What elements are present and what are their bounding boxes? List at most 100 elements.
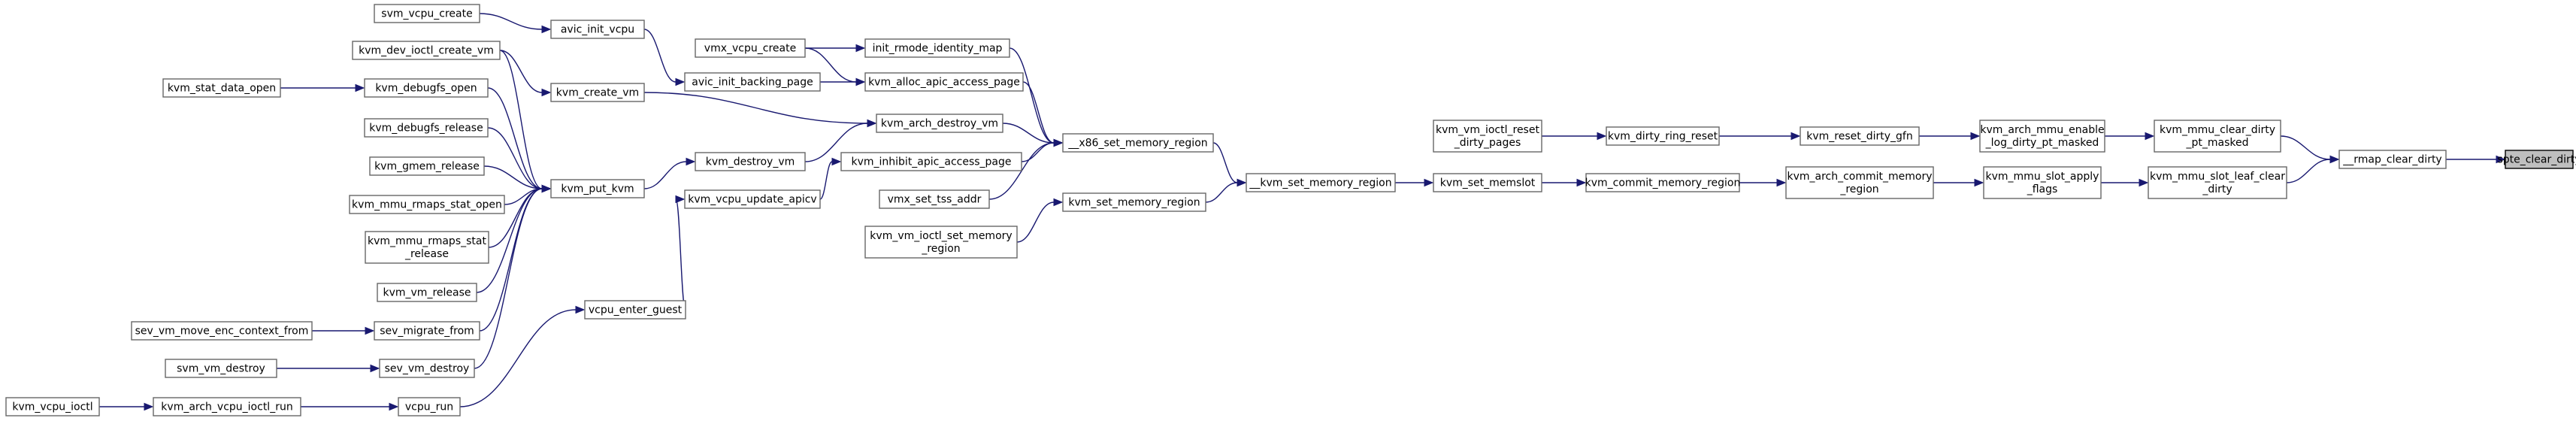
node-kvm_arch_mmu_enable_log_dirty_pt_masked[interactable]: kvm_arch_mmu_enable_log_dirty_pt_masked (1979, 120, 2105, 153)
node-vmx_set_tss_addr[interactable]: vmx_set_tss_addr (879, 189, 990, 209)
edge-line (479, 13, 543, 30)
edge-kvm_mmu_clear_dirty_pt_masked-to-rmap_clear_dirty (2280, 135, 2340, 164)
node-avic_init_vcpu[interactable]: avic_init_vcpu (550, 20, 645, 39)
node-box[interactable] (1246, 173, 1396, 192)
node-box[interactable] (165, 359, 277, 378)
node-box[interactable] (2154, 120, 2281, 153)
node-kvm_destroy_vm[interactable]: kvm_destroy_vm (695, 152, 806, 171)
node-kvm_set_memslot[interactable]: kvm_set_memslot (1433, 173, 1542, 192)
node-sev_vm_move_enc_context_from[interactable]: sev_vm_move_enc_context_from (131, 321, 313, 341)
node-box[interactable] (352, 41, 501, 60)
node-kvm_stat_data_open[interactable]: kvm_stat_data_open (162, 78, 281, 98)
node-box[interactable] (153, 397, 301, 416)
node-box[interactable] (1800, 126, 1920, 146)
node-box[interactable] (1062, 133, 1214, 153)
node-kvm_set_memory_region[interactable]: kvm_set_memory_region (1062, 192, 1206, 212)
node-kvm_vm_ioctl_set_memory_region[interactable]: kvm_vm_ioctl_set_memory_region (864, 226, 1018, 259)
node-box[interactable] (377, 283, 477, 302)
node-kvm_alloc_apic_access_page[interactable]: kvm_alloc_apic_access_page (864, 72, 1024, 92)
node-x86_set_memory_region[interactable]: __x86_set_memory_region (1062, 133, 1214, 153)
node-box[interactable] (2148, 166, 2287, 199)
node-box[interactable] (162, 78, 281, 98)
node-kvm_inhibit_apic_access_page[interactable]: kvm_inhibit_apic_access_page (840, 152, 1022, 171)
node-box[interactable] (550, 20, 645, 39)
node-kvm_set_memory_region_inner[interactable]: __kvm_set_memory_region (1246, 173, 1396, 192)
node-kvm_mmu_slot_leaf_clear_dirty[interactable]: kvm_mmu_slot_leaf_clear_dirty (2148, 166, 2287, 199)
node-kvm_dev_ioctl_create_vm[interactable]: kvm_dev_ioctl_create_vm (352, 41, 501, 60)
node-kvm_debugfs_release[interactable]: kvm_debugfs_release (364, 118, 489, 138)
node-label: _dirty_pages (1454, 137, 1521, 149)
edge-arrowhead (855, 77, 866, 86)
node-label: sev_vm_move_enc_context_from (135, 326, 309, 338)
node-vcpu_enter_guest[interactable]: vcpu_enter_guest (584, 300, 686, 320)
node-kvm_vcpu_ioctl[interactable]: kvm_vcpu_ioctl (5, 397, 100, 416)
node-sev_vm_destroy[interactable]: sev_vm_destroy (379, 359, 475, 378)
node-box[interactable] (695, 152, 806, 171)
node-avic_init_backing_page[interactable]: avic_init_backing_page (684, 72, 821, 92)
node-kvm_vm_release[interactable]: kvm_vm_release (377, 283, 477, 302)
node-kvm_reset_dirty_gfn[interactable]: kvm_reset_dirty_gfn (1800, 126, 1920, 146)
node-box[interactable] (864, 226, 1018, 259)
root-node-box[interactable] (2505, 150, 2574, 169)
node-box[interactable] (684, 72, 821, 92)
node-box[interactable] (364, 78, 489, 98)
node-init_rmode_identity_map[interactable]: init_rmode_identity_map (864, 38, 1010, 58)
node-spte_clear_dirty[interactable]: spte_clear_dirty (2497, 150, 2576, 169)
node-box[interactable] (550, 179, 645, 198)
node-box[interactable] (876, 114, 1003, 133)
edge-arrowhead (1776, 178, 1787, 187)
node-kvm_mmu_slot_apply_flags[interactable]: kvm_mmu_slot_apply_flags (1983, 166, 2102, 199)
node-vmx_vcpu_create[interactable]: vmx_vcpu_create (695, 38, 806, 58)
node-sev_migrate_from[interactable]: sev_migrate_from (374, 321, 480, 341)
node-kvm_mmu_rmaps_stat_release[interactable]: kvm_mmu_rmaps_stat_release (365, 231, 489, 264)
node-box[interactable] (864, 72, 1024, 92)
node-kvm_mmu_clear_dirty_pt_masked[interactable]: kvm_mmu_clear_dirty_pt_masked (2154, 120, 2281, 153)
node-kvm_arch_destroy_vm[interactable]: kvm_arch_destroy_vm (876, 114, 1003, 133)
node-box[interactable] (374, 4, 480, 23)
node-box[interactable] (1433, 173, 1542, 192)
node-kvm_arch_commit_memory_region[interactable]: kvm_arch_commit_memory_region (1785, 166, 1934, 199)
node-box[interactable] (1785, 166, 1934, 199)
node-box[interactable] (374, 321, 480, 341)
node-kvm_debugfs_open[interactable]: kvm_debugfs_open (364, 78, 489, 98)
node-box[interactable] (695, 38, 806, 58)
node-kvm_put_kvm[interactable]: kvm_put_kvm (550, 179, 645, 198)
node-box[interactable] (349, 195, 505, 214)
node-box[interactable] (840, 152, 1022, 171)
node-box[interactable] (1979, 120, 2105, 153)
node-box[interactable] (584, 300, 686, 320)
node-label: kvm_arch_commit_memory (1787, 171, 1932, 183)
node-kvm_commit_memory_region[interactable]: kvm_commit_memory_region (1585, 173, 1741, 192)
node-kvm_gmem_release[interactable]: kvm_gmem_release (369, 156, 485, 176)
node-box[interactable] (1606, 126, 1720, 146)
node-box[interactable] (398, 397, 461, 416)
edge-arrowhead (1790, 132, 1801, 141)
node-box[interactable] (1983, 166, 2102, 199)
node-kvm_create_vm[interactable]: kvm_create_vm (550, 83, 645, 102)
node-kvm_mmu_rmaps_stat_open[interactable]: kvm_mmu_rmaps_stat_open (349, 195, 505, 214)
node-kvm_vm_ioctl_reset_dirty_pages[interactable]: kvm_vm_ioctl_reset_dirty_pages (1433, 120, 1542, 153)
node-box[interactable] (879, 189, 990, 209)
edge-arrowhead (2496, 155, 2506, 164)
node-vcpu_run[interactable]: vcpu_run (398, 397, 461, 416)
node-box[interactable] (369, 156, 485, 176)
node-svm_vcpu_create[interactable]: svm_vcpu_create (374, 4, 480, 23)
node-box[interactable] (550, 83, 645, 102)
node-box[interactable] (1062, 192, 1206, 212)
node-box[interactable] (379, 359, 475, 378)
node-box[interactable] (2338, 150, 2447, 169)
node-kvm_vcpu_update_apicv[interactable]: kvm_vcpu_update_apicv (684, 189, 821, 209)
node-box[interactable] (1433, 120, 1542, 153)
node-box[interactable] (365, 231, 489, 264)
edge-line (499, 50, 543, 93)
node-svm_vm_destroy[interactable]: svm_vm_destroy (165, 359, 277, 378)
node-kvm_dirty_ring_reset[interactable]: kvm_dirty_ring_reset (1606, 126, 1720, 146)
node-kvm_arch_vcpu_ioctl_run[interactable]: kvm_arch_vcpu_ioctl_run (153, 397, 301, 416)
node-box[interactable] (864, 38, 1010, 58)
node-box[interactable] (5, 397, 100, 416)
node-box[interactable] (364, 118, 489, 138)
node-box[interactable] (1585, 173, 1740, 192)
node-rmap_clear_dirty[interactable]: __rmap_clear_dirty (2338, 150, 2447, 169)
node-box[interactable] (131, 321, 313, 341)
node-box[interactable] (684, 189, 821, 209)
